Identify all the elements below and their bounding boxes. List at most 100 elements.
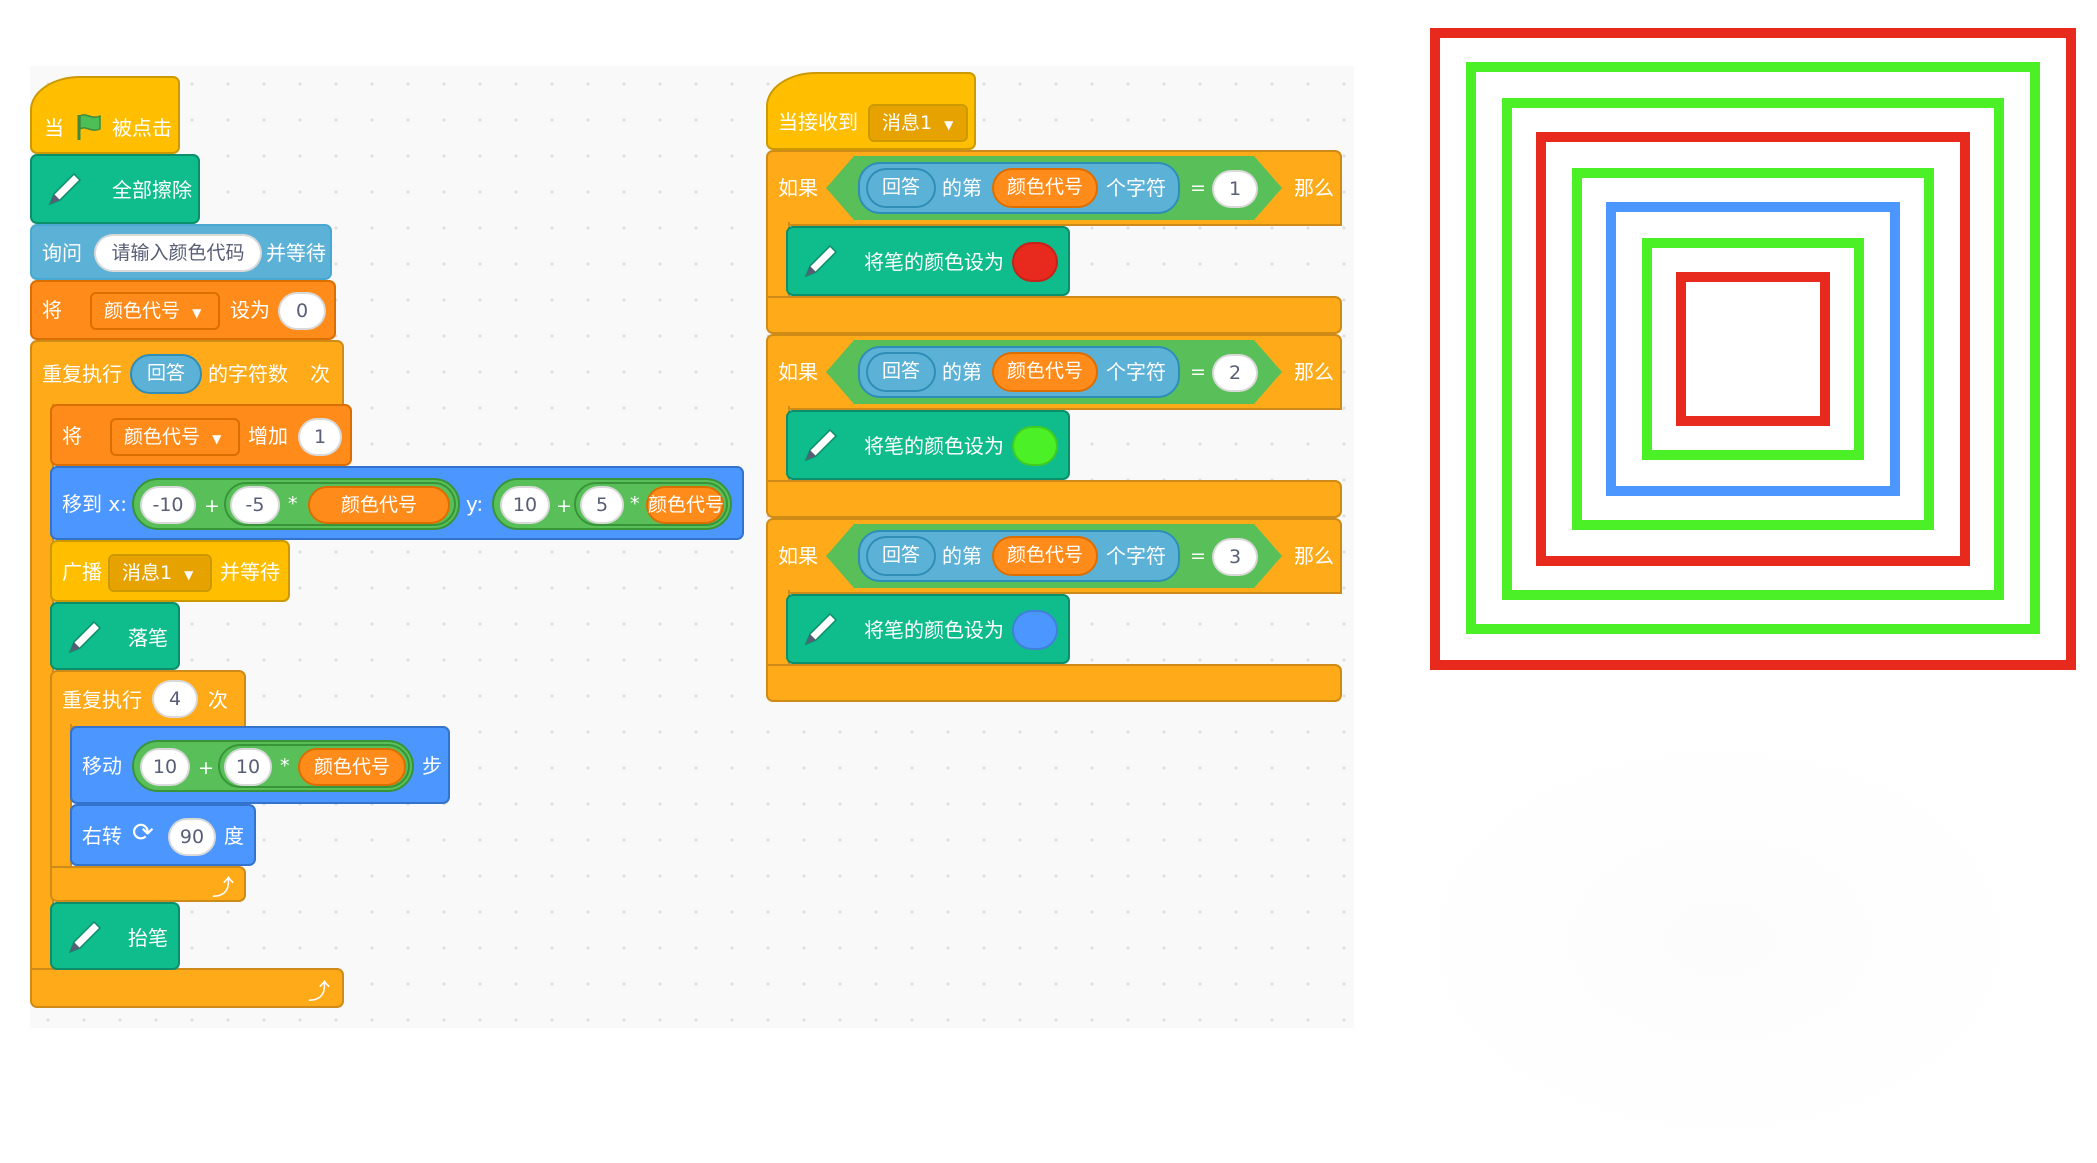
move-steps-block[interactable]: 移动 10 + 10 * 颜色代号 步 [70,726,450,804]
when-i-receive-block[interactable]: 当接收到 消息1 ▼ [766,72,976,150]
change-variable-block[interactable]: 将 颜色代号 ▼ 增加 1 [50,404,352,466]
square-2 [1466,62,2040,634]
repeat-inner-block[interactable]: 重复执行 4 次 [50,670,246,728]
move-label: 移动 [82,754,122,778]
equals-label: = [1190,361,1206,383]
color-code-variable-reporter[interactable]: 颜色代号 [992,168,1098,208]
y-a-input[interactable]: 10 [500,486,550,524]
move-mult-expression[interactable]: 10 * 颜色代号 [218,744,410,788]
ask-wait-label: 并等待 [266,241,326,265]
receive-message-dropdown[interactable]: 消息1 ▼ [868,104,968,142]
hat-clicked-label: 被点击 [112,116,172,140]
repeat-inner-arm [50,724,72,882]
broadcast-message-name: 消息1 [122,562,173,584]
repeat-inner-count-input[interactable]: 4 [152,680,198,718]
answer-reporter[interactable]: 回答 [130,354,202,394]
compare-value-input[interactable]: 2 [1212,354,1258,392]
y-b-input[interactable]: 5 [580,486,624,524]
x-mult-expression[interactable]: -5 * 颜色代号 [224,482,456,526]
x-a-input[interactable]: -10 [140,486,196,524]
char-label: 个字符 [1106,360,1166,384]
broadcast-message-dropdown[interactable]: 消息1 ▼ [108,554,212,592]
pen-icon [68,620,102,654]
answer-reporter[interactable]: 回答 [866,536,936,576]
color-code-variable-reporter[interactable]: 颜色代号 [992,536,1098,576]
set-pen-color-block[interactable]: 将笔的颜色设为 [786,410,1070,480]
square-5 [1572,168,1934,530]
pen-up-block[interactable]: 抬笔 [50,902,180,970]
y-expression[interactable]: 10 + 5 * 颜色代号 [492,478,732,530]
x-b-input[interactable]: -5 [230,486,280,524]
square-1 [1430,28,2076,670]
then-label: 那么 [1294,360,1334,384]
goto-xy-block[interactable]: 移到 x: -10 + -5 * 颜色代号 y: 10 + 5 * 颜色代号 [50,466,744,540]
compare-value-input[interactable]: 3 [1212,538,1258,576]
receive-message-name: 消息1 [882,112,933,134]
x-expression[interactable]: -10 + -5 * 颜色代号 [132,478,460,530]
set-pen-color-label: 将笔的颜色设为 [864,434,1004,458]
green-color-swatch[interactable] [1012,426,1058,466]
dropdown-arrow-icon: ▼ [184,568,194,582]
set-pen-color-label: 将笔的颜色设为 [864,618,1004,642]
ask-prompt-input[interactable]: 请输入颜色代码 [94,234,262,272]
turn-degrees-input[interactable]: 90 [168,818,216,856]
repeat-outer-length-label: 的字符数 [208,362,288,386]
y-mult-expression[interactable]: 5 * 颜色代号 [574,482,728,526]
square-3 [1502,98,2004,600]
broadcast-label: 广播 [62,560,102,584]
y-var-reporter[interactable]: 颜色代号 [646,486,724,524]
move-var-reporter[interactable]: 颜色代号 [298,748,406,786]
change-value-input[interactable]: 1 [298,418,342,456]
answer-reporter[interactable]: 回答 [866,352,936,392]
letter-of-label: 的第 [942,176,982,200]
if-label: 如果 [778,176,818,200]
move-b-input[interactable]: 10 [224,748,272,786]
answer-reporter[interactable]: 回答 [866,168,936,208]
broadcast-and-wait-block[interactable]: 广播 消息1 ▼ 并等待 [50,540,290,602]
goto-x-label: 移到 x: [62,492,127,516]
ask-label: 询问 [42,241,82,265]
pen-down-block[interactable]: 落笔 [50,602,180,670]
pen-icon [68,920,102,954]
erase-all-block[interactable]: 全部擦除 [30,154,200,224]
if-label: 如果 [778,544,818,568]
pen-icon [804,612,838,646]
set-value-input[interactable]: 0 [278,292,326,330]
blue-color-swatch[interactable] [1012,610,1058,650]
x-var-reporter[interactable]: 颜色代号 [308,486,450,524]
move-steps-label: 步 [422,754,442,778]
change-by-label: 增加 [248,424,288,448]
square-7 [1642,238,1864,460]
then-label: 那么 [1294,176,1334,200]
repeat-inner-times-label: 次 [208,688,228,712]
blank-area [1390,720,2050,1160]
pen-up-label: 抬笔 [128,926,168,950]
red-color-swatch[interactable] [1012,242,1058,282]
when-flag-clicked-block[interactable]: 当 被点击 [30,76,180,154]
dropdown-arrow-icon: ▼ [192,306,202,320]
ask-and-wait-block[interactable]: 询问 请输入颜色代码 并等待 [30,224,332,280]
pen-icon [804,244,838,278]
green-flag-icon [77,114,101,140]
turn-label: 右转 [82,824,122,848]
set-variable-dropdown[interactable]: 颜色代号 ▼ [90,292,220,330]
set-pen-color-block[interactable]: 将笔的颜色设为 [786,594,1070,664]
letter-of-label: 的第 [942,360,982,384]
move-a-input[interactable]: 10 [140,748,190,786]
compare-value-input[interactable]: 1 [1212,170,1258,208]
set-variable-block[interactable]: 将 颜色代号 ▼ 设为 0 [30,280,336,340]
set-variable-name: 颜色代号 [104,300,181,322]
repeat-outer-bottom: ⤴ [30,968,344,1008]
char-label: 个字符 [1106,176,1166,200]
goto-y-label: y: [466,492,484,516]
rotate-right-icon: ⟳ [132,818,154,848]
repeat-outer-block[interactable]: 重复执行 回答 的字符数 次 [30,340,344,408]
set-pen-color-label: 将笔的颜色设为 [864,250,1004,274]
change-variable-dropdown[interactable]: 颜色代号 ▼ [110,418,240,456]
square-4 [1536,132,1970,566]
turn-right-block[interactable]: 右转 ⟳ 90 度 [70,804,256,866]
color-code-variable-reporter[interactable]: 颜色代号 [992,352,1098,392]
move-expression[interactable]: 10 + 10 * 颜色代号 [132,740,414,792]
set-pen-color-block[interactable]: 将笔的颜色设为 [786,226,1070,296]
pen-icon [48,172,82,206]
